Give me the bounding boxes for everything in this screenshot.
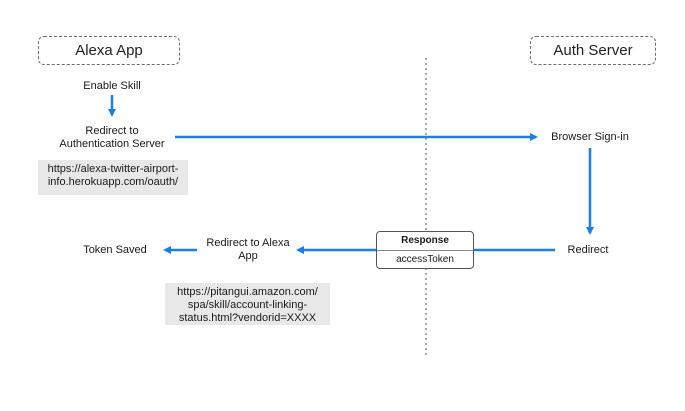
step-redirect-to-auth: Redirect to Authentication Server — [59, 125, 165, 150]
response-body: accessToken — [396, 254, 454, 265]
response-title: Response — [377, 232, 473, 251]
actor-auth-server-label: Auth Server — [553, 42, 633, 59]
actor-alexa-app-label: Alexa App — [75, 42, 143, 59]
step-redirect-to-alexa-app: Redirect to Alexa App — [206, 237, 290, 262]
actor-alexa-app: Alexa App — [38, 36, 180, 65]
step-enable-skill: Enable Skill — [83, 80, 141, 92]
step-browser-signin: Browser Sign-in — [551, 131, 629, 143]
step-redirect: Redirect — [567, 244, 609, 256]
url-oauth: https://alexa-twitter-airport- info.hero… — [38, 160, 188, 195]
url-account-linking-status: https://pitangui.amazon.com/ spa/skill/a… — [165, 283, 330, 325]
actor-auth-server: Auth Server — [530, 36, 656, 65]
step-token-saved: Token Saved — [83, 244, 147, 256]
response-box: Response accessToken — [376, 231, 474, 269]
